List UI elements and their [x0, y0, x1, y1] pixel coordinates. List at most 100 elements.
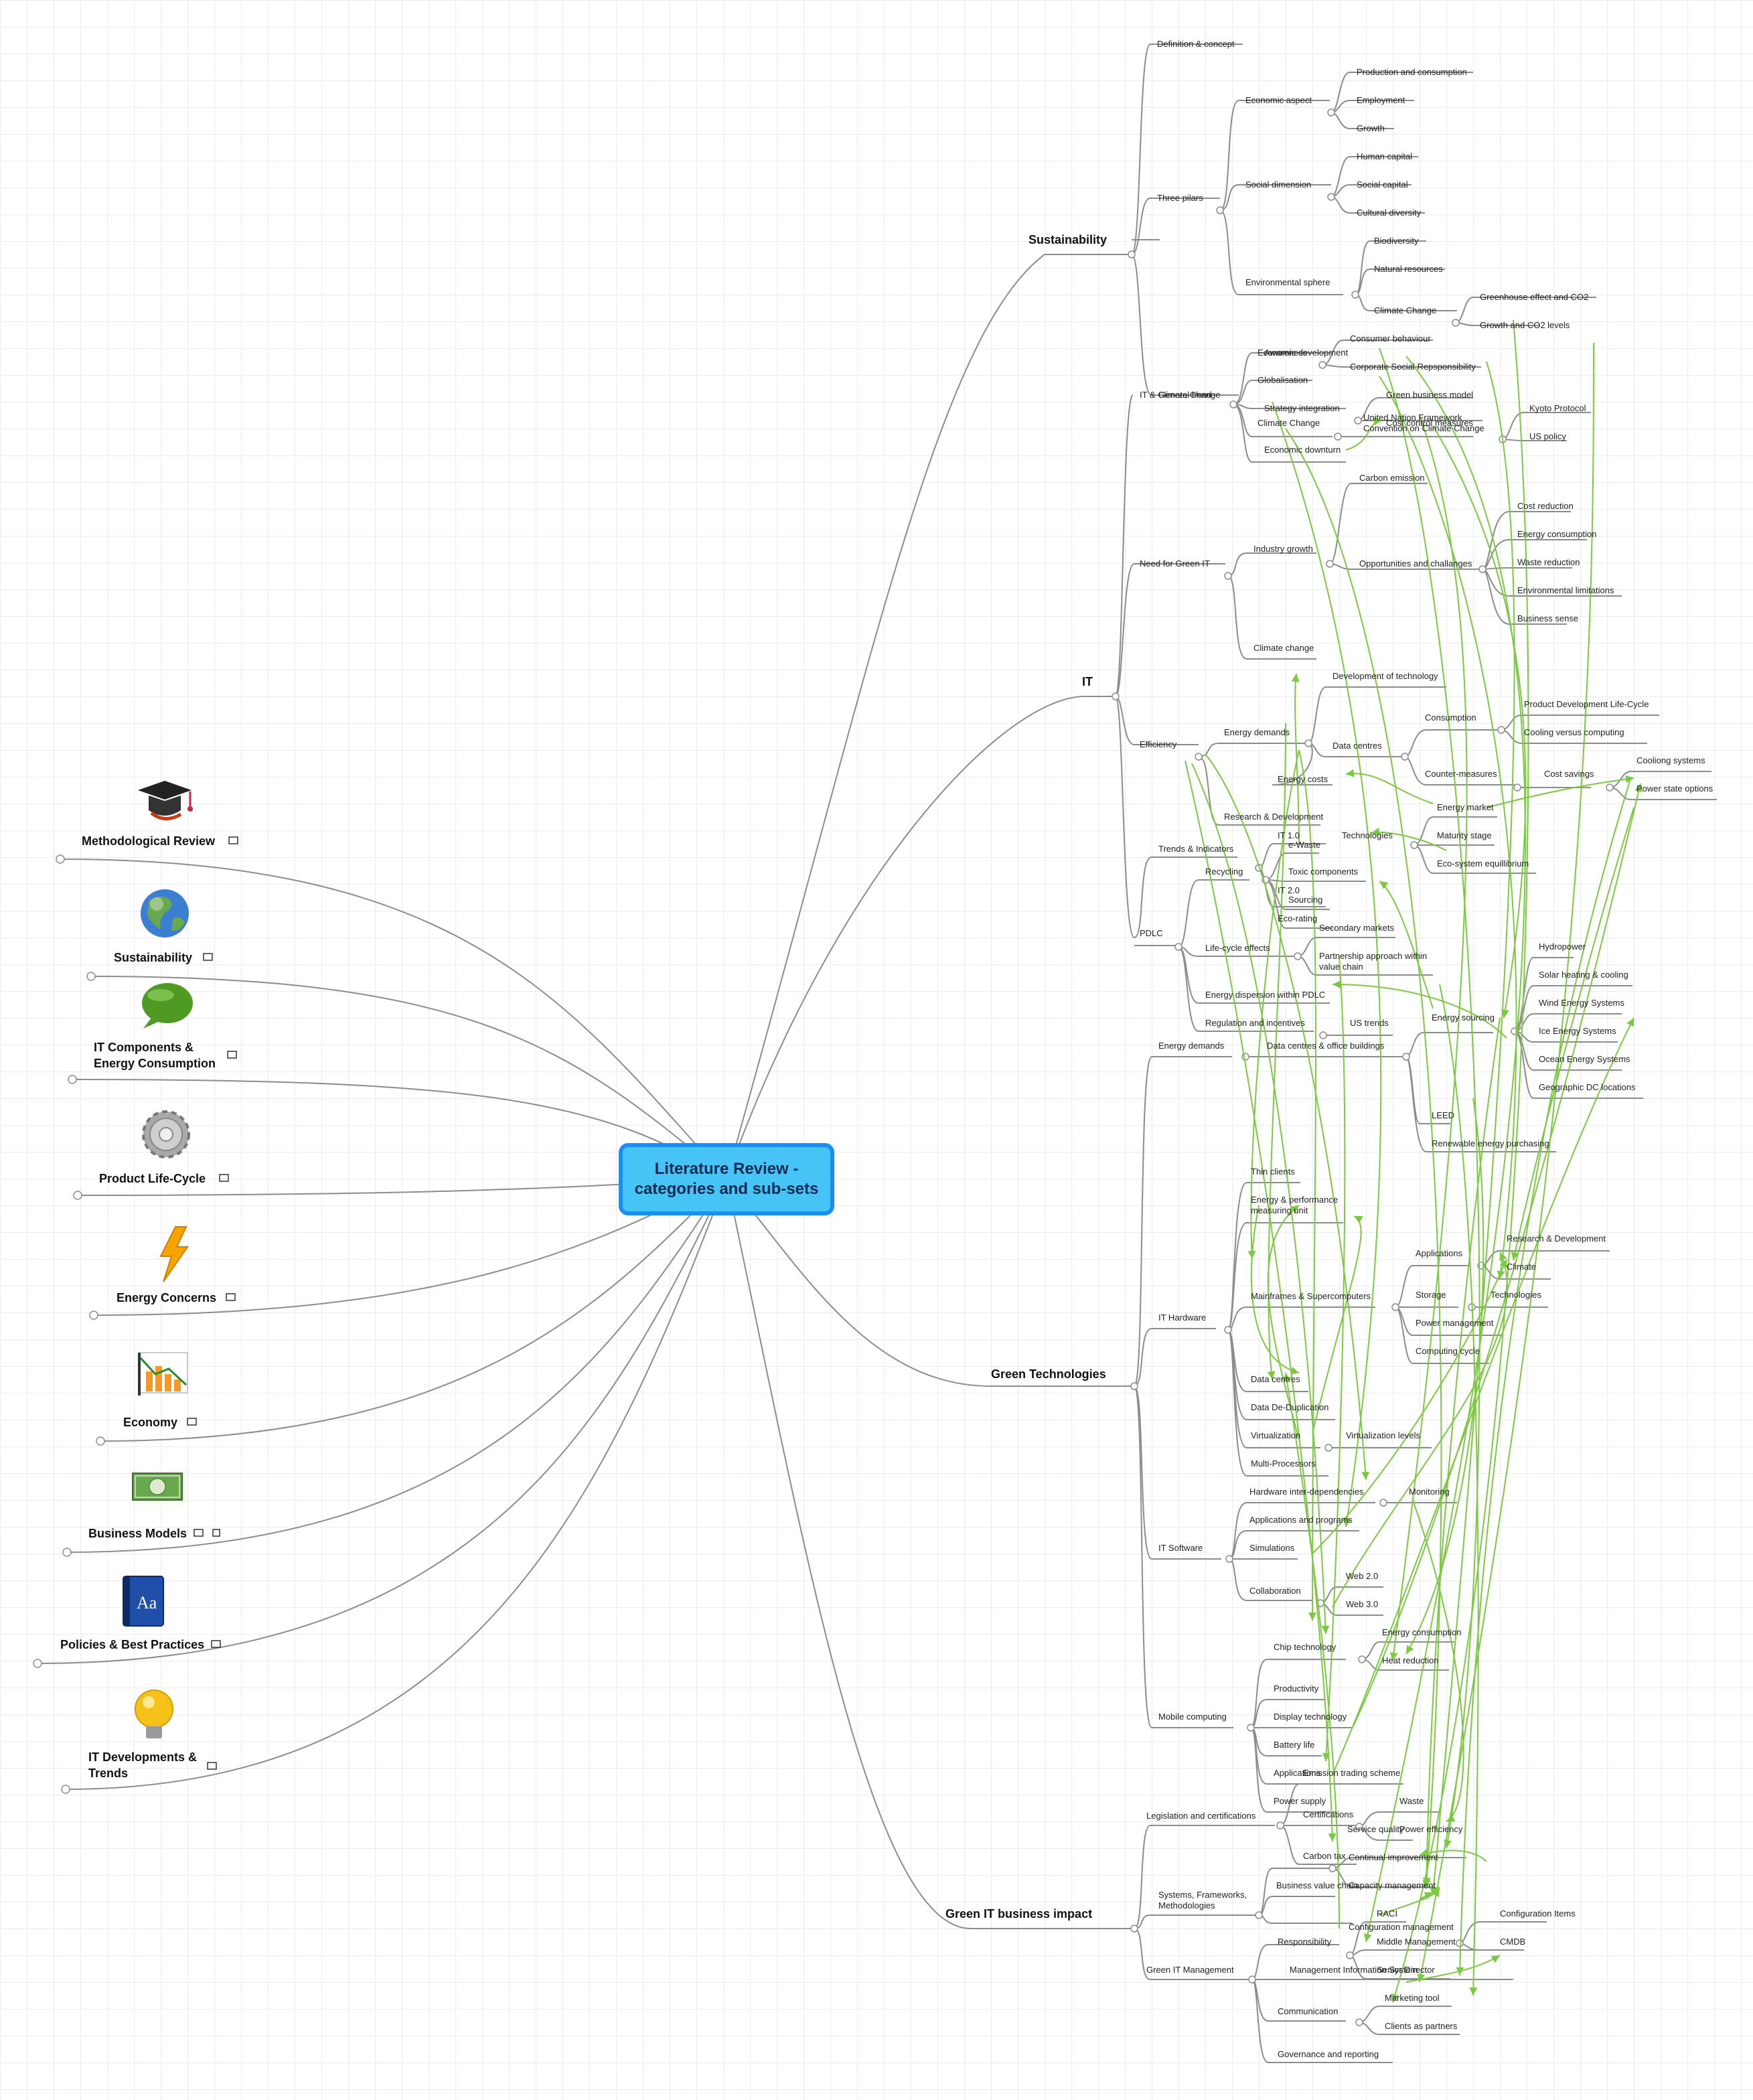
node-power-state[interactable]: Power state options	[1636, 783, 1713, 794]
node-certifications[interactable]: Certifications	[1303, 1809, 1354, 1819]
node-efficiency[interactable]: Efficiency	[1140, 739, 1177, 749]
image-note-icon[interactable]	[194, 1529, 204, 1537]
node-virt-levels[interactable]: Virtualization levels	[1346, 1430, 1421, 1440]
node-cmdb[interactable]: CMDB	[1500, 1937, 1525, 1947]
node-un-framework-2[interactable]: Convention on Climate Change	[1363, 423, 1484, 433]
node-power-efficiency[interactable]: Power efficiency	[1399, 1824, 1463, 1834]
node-business-value[interactable]: Business value chain	[1276, 1880, 1358, 1890]
node-geographic[interactable]: Geographic DC locations	[1539, 1082, 1636, 1092]
node-gt-energy-demands[interactable]: Energy demands	[1158, 1041, 1225, 1051]
node-un-framework[interactable]: United Nation Framework	[1363, 412, 1462, 423]
branch-sustainability[interactable]: Sustainability	[1028, 233, 1107, 246]
note-icon[interactable]	[212, 1529, 220, 1537]
topic-methodological-review[interactable]: Methodological Review	[82, 834, 216, 848]
branch-green-technologies[interactable]: Green Technologies	[991, 1367, 1106, 1381]
node-social-dimension[interactable]: Social dimension	[1245, 179, 1311, 190]
node-mobile[interactable]: Mobile computing	[1158, 1712, 1227, 1722]
image-note-icon[interactable]	[226, 1293, 236, 1301]
node-legislation[interactable]: Legislation and certifications	[1146, 1811, 1256, 1821]
node-middle-mgmt[interactable]: Middle Management	[1377, 1937, 1456, 1947]
node-maturity-stage[interactable]: Maturity stage	[1437, 830, 1492, 840]
node-multi-proc[interactable]: Multi-Processors	[1251, 1458, 1316, 1469]
node-cooling-vs[interactable]: Cooling versus computing	[1524, 727, 1624, 737]
node-cost-reduction[interactable]: Cost reduction	[1517, 501, 1574, 511]
node-consumption[interactable]: Consumption	[1425, 712, 1476, 723]
image-note-icon[interactable]	[228, 836, 238, 844]
node-power-mgmt[interactable]: Power management	[1416, 1318, 1494, 1328]
node-energy-sourcing[interactable]: Energy sourcing	[1432, 1012, 1495, 1023]
node-dedup[interactable]: Data De-Duplication	[1251, 1402, 1328, 1412]
node-it-climate[interactable]: IT & Climate Change	[1140, 390, 1220, 400]
node-definition[interactable]: Definition & concept	[1157, 39, 1235, 49]
topic-it-components-2[interactable]: Energy Consumption	[94, 1057, 216, 1070]
node-cultural-diversity[interactable]: Cultural diversity	[1357, 208, 1422, 218]
node-green-it-mgmt[interactable]: Green IT Management	[1146, 1965, 1234, 1975]
node-web20[interactable]: Web 2.0	[1346, 1571, 1378, 1581]
node-raci[interactable]: RACI	[1377, 1908, 1397, 1919]
node-applications[interactable]: Applications	[1416, 1248, 1463, 1258]
node-continual[interactable]: Continual improvement	[1349, 1852, 1438, 1862]
node-climate[interactable]: Climate	[1507, 1262, 1536, 1272]
node-governance[interactable]: Governance and reporting	[1278, 2049, 1379, 2059]
image-note-icon[interactable]	[203, 953, 213, 961]
node-technologies-it[interactable]: Technologies	[1342, 830, 1393, 840]
node-human-capital[interactable]: Human capital	[1357, 151, 1412, 161]
node-energy-costs[interactable]: Energy costs	[1278, 774, 1328, 784]
node-power-supply[interactable]: Power supply	[1274, 1796, 1326, 1806]
node-hydropower[interactable]: Hydropower	[1539, 942, 1586, 952]
node-senior[interactable]: Senior Director	[1377, 1965, 1435, 1975]
node-gt-research-dev[interactable]: Research & Development	[1507, 1233, 1606, 1244]
node-environmental-limitations[interactable]: Environmental limitations	[1517, 585, 1614, 595]
node-display[interactable]: Display technology	[1274, 1712, 1347, 1722]
image-note-icon[interactable]	[187, 1418, 197, 1426]
node-economic-downturn[interactable]: Economic downturn	[1264, 445, 1341, 455]
topic-it-developments[interactable]: IT Developments &	[88, 1750, 197, 1764]
node-capacity-mgmt[interactable]: Capacity management	[1349, 1880, 1436, 1890]
node-eco-rating[interactable]: Eco-rating	[1278, 913, 1317, 923]
node-eco-equilibrium[interactable]: Eco-system equillibrium	[1437, 858, 1529, 869]
node-three-pilars[interactable]: Three pilars	[1157, 193, 1203, 203]
node-energy-perf[interactable]: Energy & performance	[1251, 1195, 1338, 1205]
branch-it[interactable]: IT	[1082, 675, 1093, 688]
image-note-icon[interactable]	[211, 1640, 221, 1648]
node-ice[interactable]: Ice Energy Systems	[1539, 1026, 1616, 1036]
node-leed[interactable]: LEED	[1432, 1110, 1454, 1120]
node-carbon-tax[interactable]: Carbon tax	[1303, 1851, 1346, 1861]
node-cost-control[interactable]: Cost control measures	[1386, 418, 1474, 428]
node-opportunities[interactable]: Opportunities and challanges	[1359, 558, 1472, 569]
node-consumer-behaviour[interactable]: Consumer behaviour	[1350, 333, 1431, 344]
image-note-icon[interactable]	[219, 1174, 229, 1182]
node-natural-resources[interactable]: Natural resources	[1374, 264, 1443, 274]
node-globalisation[interactable]: Globalisation	[1257, 375, 1308, 385]
node-apps-programs[interactable]: Applications and programs	[1249, 1515, 1353, 1525]
node-toxic[interactable]: Toxic components	[1288, 867, 1359, 877]
node-green-business-model[interactable]: Green business model	[1386, 390, 1473, 400]
node-secondary-markets[interactable]: Secondary markets	[1319, 923, 1394, 933]
node-counter-measures[interactable]: Counter-measures	[1425, 769, 1497, 779]
node-data-centres[interactable]: Data centres	[1332, 741, 1382, 751]
node-social-capital[interactable]: Social capital	[1357, 179, 1408, 190]
image-note-icon[interactable]	[227, 1051, 237, 1059]
node-us-policy[interactable]: US policy	[1529, 431, 1566, 441]
node-lifecycle-effects[interactable]: Life-cycle effects	[1205, 943, 1270, 953]
node-marketing[interactable]: Marketing tool	[1385, 1993, 1440, 2003]
node-economic-development[interactable]: Economic development	[1257, 348, 1349, 358]
node-growth-co2[interactable]: Growth and CO2 levels	[1480, 320, 1570, 330]
node-development-tech[interactable]: Development of technology	[1332, 671, 1438, 681]
node-monitoring[interactable]: Monitoring	[1409, 1487, 1450, 1497]
node-pdlc[interactable]: Product Development Life-Cycle	[1524, 699, 1649, 709]
node-mis[interactable]: Management Information System	[1290, 1965, 1418, 1975]
node-industry-growth[interactable]: Industry growth	[1253, 544, 1313, 554]
node-it-software[interactable]: IT Software	[1158, 1543, 1203, 1553]
node-battery[interactable]: Battery life	[1274, 1740, 1314, 1750]
node-chip[interactable]: Chip technology	[1274, 1642, 1337, 1652]
node-hw-interdep[interactable]: Hardware inter-dependencies	[1249, 1487, 1364, 1497]
node-productivity[interactable]: Productivity	[1274, 1683, 1319, 1694]
node-heat-reduction[interactable]: Heat reduction	[1382, 1655, 1439, 1665]
node-virtualization[interactable]: Virtualization	[1251, 1430, 1300, 1440]
node-energy-perf-2[interactable]: measuring unit	[1251, 1205, 1308, 1215]
topic-energy-concerns[interactable]: Energy Concerns	[117, 1291, 216, 1304]
topic-policies[interactable]: Policies & Best Practices	[60, 1638, 204, 1651]
node-computing-cycle[interactable]: Computing cycle	[1416, 1346, 1480, 1356]
node-need-green-it[interactable]: Need for Green IT	[1140, 558, 1210, 569]
